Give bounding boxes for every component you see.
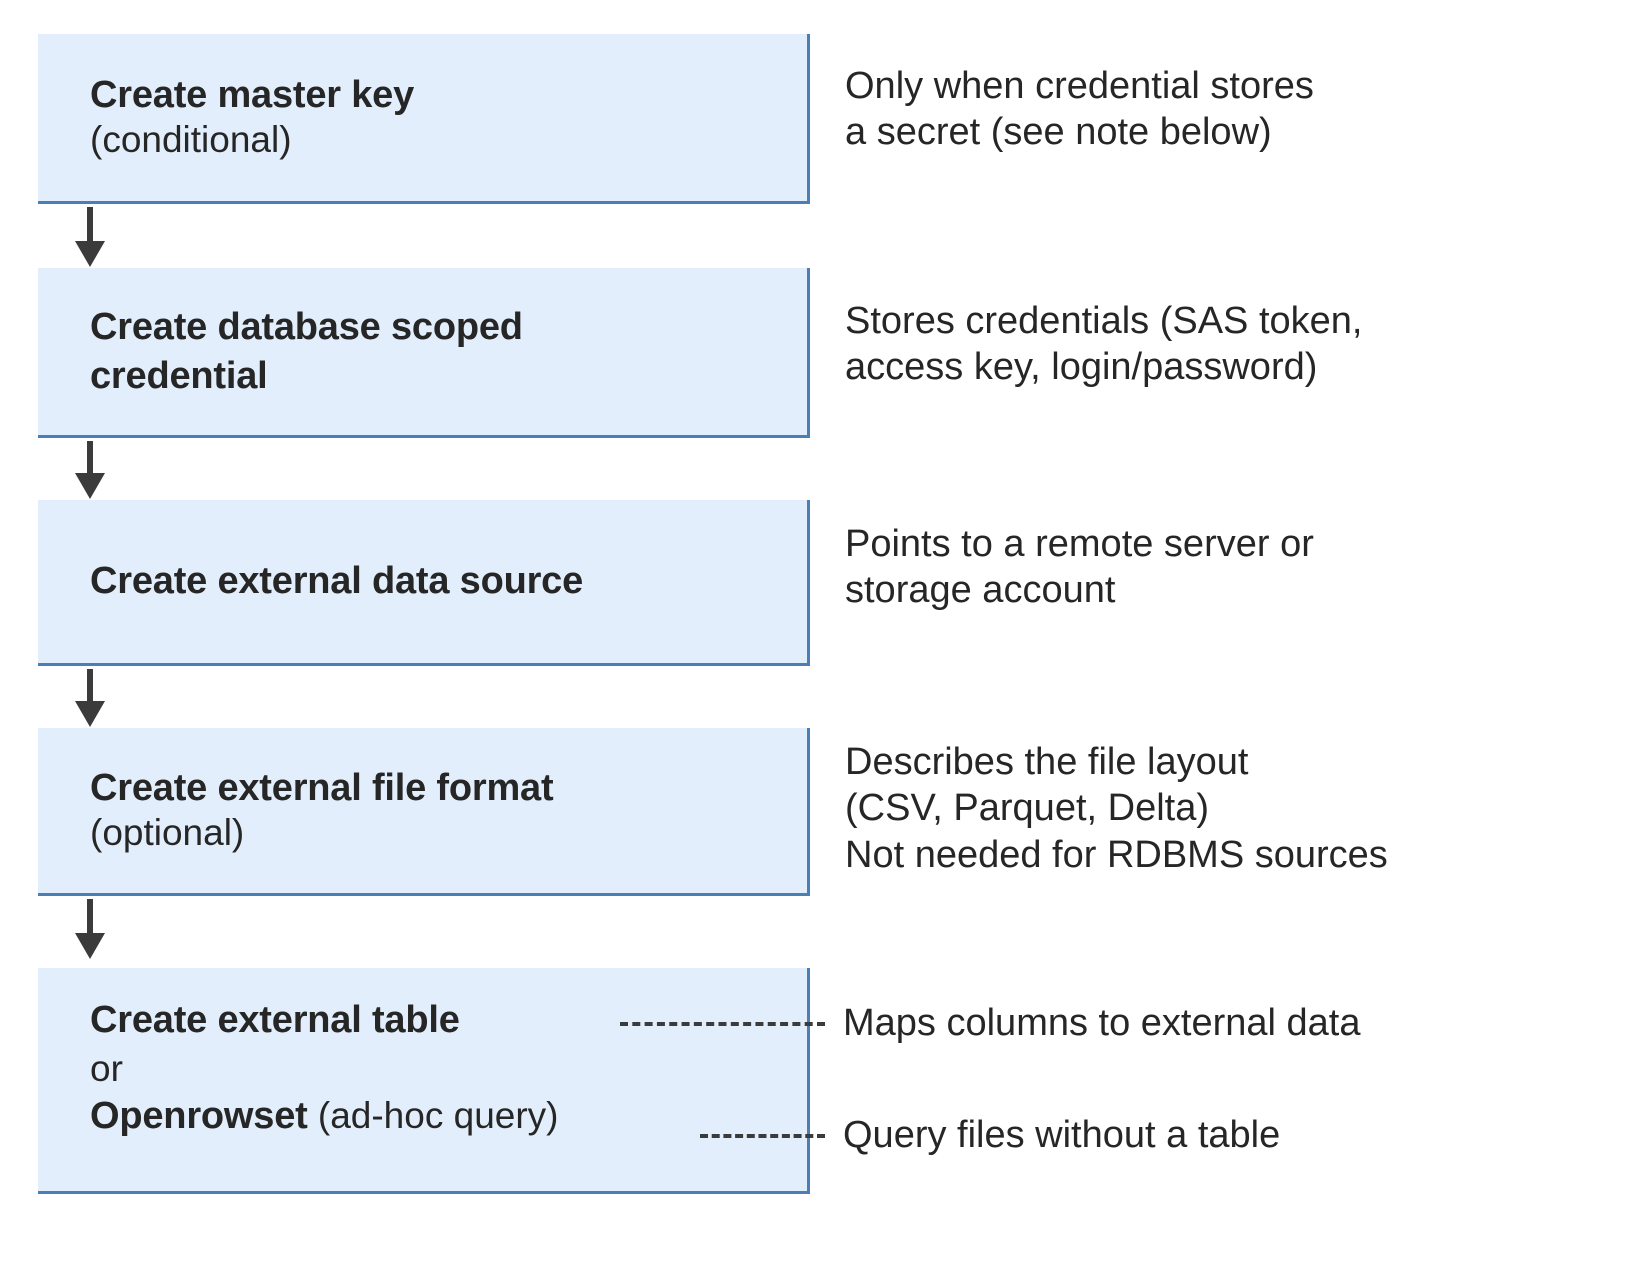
flow-arrow-2 [75, 441, 105, 499]
step-title: Create database scoped credential [90, 305, 523, 397]
step-note-create-database-scoped-credential: Stores credentials (SAS token, access ke… [845, 300, 1363, 389]
final-option-create-external-table: Create external table [90, 999, 460, 1041]
final-option-separator: or [90, 1047, 123, 1089]
final-option-openrowset-qualifier: (ad-hoc query) [307, 1095, 559, 1137]
step-title: Create external data source [90, 560, 584, 603]
flow-arrow-1 [75, 207, 105, 267]
step-title: Create external file format [90, 767, 554, 810]
step-box-create-master-key: Create master key (conditional) [38, 34, 810, 204]
step-note-create-external-data-source: Points to a remote server or storage acc… [845, 523, 1314, 612]
flow-arrow-3 [75, 669, 105, 727]
step-subtitle: (optional) [90, 812, 245, 854]
final-option-openrowset: Openrowset [90, 1095, 308, 1138]
step-title: Create master key [90, 74, 415, 117]
connector-note-maps-columns: Maps columns to external data [843, 1002, 1361, 1044]
step-note-create-master-key: Only when credential stores a secret (se… [845, 65, 1314, 154]
step-box-create-external-data-source: Create external data source [38, 500, 810, 666]
dashed-connector-openrowset [700, 1134, 825, 1138]
step-box-create-external-file-format: Create external file format (optional) [38, 728, 810, 896]
step-box-create-database-scoped-credential: Create database scoped credential [38, 268, 810, 438]
step-subtitle: (conditional) [90, 119, 292, 161]
flow-arrow-4 [75, 899, 105, 959]
connector-note-query-files: Query files without a table [843, 1114, 1281, 1156]
step-box-create-external-table-or-openrowset: Create external table or Openrowset (ad-… [38, 968, 810, 1194]
step-note-create-external-file-format: Describes the file layout (CSV, Parquet,… [845, 741, 1388, 876]
dashed-connector-external-table [620, 1022, 825, 1026]
